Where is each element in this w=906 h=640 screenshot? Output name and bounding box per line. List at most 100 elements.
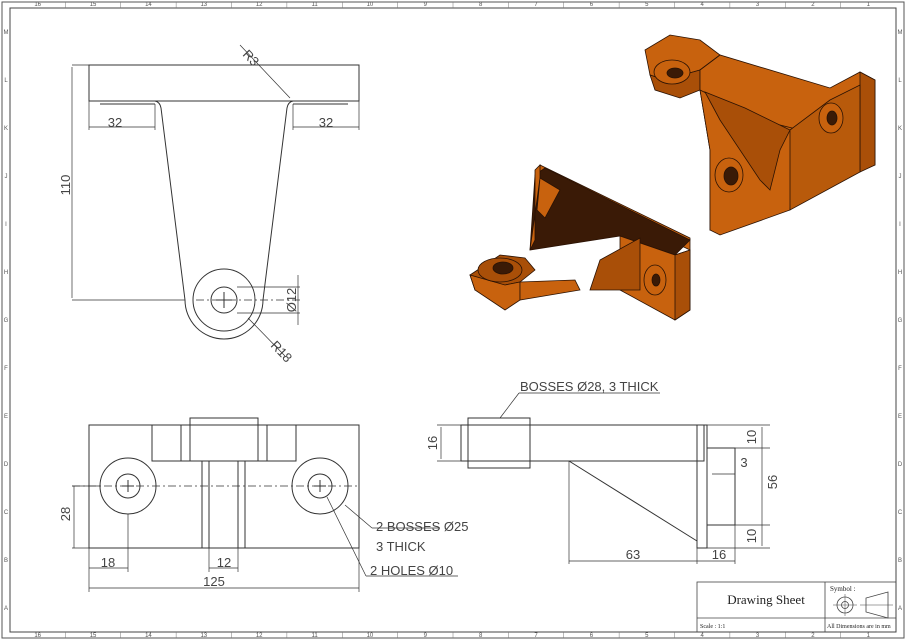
border-row-label: K — [898, 126, 902, 132]
dim-12-label: 12 — [217, 555, 231, 570]
top-view-lug-arc — [184, 299, 264, 340]
border-row-label: B — [898, 558, 902, 564]
border-column-label: 10 — [367, 633, 374, 639]
border-row-label: G — [4, 318, 9, 324]
border-column-label: 9 — [424, 633, 428, 639]
title-block-units-note: All Dimensions are in mm — [827, 624, 891, 630]
border-row-label: K — [4, 126, 8, 132]
front-view-web — [201, 460, 246, 549]
border-row-label: F — [898, 366, 902, 372]
border-column-label: 15 — [90, 633, 97, 639]
border-column-label: 13 — [200, 633, 207, 639]
border-row-label: I — [5, 222, 7, 228]
border-zone-labels: 1616151514141313121211111010998877665544… — [4, 2, 903, 639]
border-column-label: 14 — [145, 633, 152, 639]
top-view-flange-outline — [88, 64, 360, 102]
border-column-label: 2 — [811, 2, 815, 8]
border-column-label: 3 — [756, 633, 760, 639]
border-row-label: B — [4, 558, 8, 564]
dim-18-label: 18 — [101, 555, 115, 570]
note-bosses-thick: 3 THICK — [376, 539, 426, 554]
border-row-label: E — [4, 414, 8, 420]
border-column-label: 16 — [34, 2, 41, 8]
dim-10-bottom-label: 10 — [744, 529, 759, 543]
border-row-label: J — [899, 174, 902, 180]
border-row-label: F — [4, 366, 8, 372]
dim-32-left-label: 32 — [108, 115, 122, 130]
top-view-hole-circle — [210, 286, 238, 314]
isometric-model-back — [644, 34, 876, 236]
dim-63-label: 63 — [626, 547, 640, 562]
border-column-label: 13 — [200, 2, 207, 8]
border-column-label: 14 — [145, 2, 152, 8]
side-view — [437, 392, 770, 564]
border-column-label: 6 — [590, 2, 594, 8]
border-row-label: D — [898, 462, 903, 468]
title-block-scale: Scale : 1:1 — [700, 624, 725, 630]
dim-16-left-label: 16 — [425, 436, 440, 450]
dim-3-label: 3 — [740, 455, 747, 470]
border-row-label: H — [898, 270, 902, 276]
border-column-label: 11 — [311, 633, 318, 639]
top-view-web-right — [262, 100, 294, 301]
border-column-label: 7 — [534, 2, 538, 8]
dim-28-label: 28 — [58, 507, 73, 521]
note-bosses-front: 2 BOSSES Ø25 — [376, 519, 469, 534]
front-view — [72, 417, 458, 592]
dim-56-label: 56 — [765, 475, 780, 489]
side-view-lug — [467, 417, 531, 469]
border-column-label: 10 — [367, 2, 374, 8]
border-column-label: 5 — [645, 633, 649, 639]
border-row-label: J — [5, 174, 8, 180]
title-block-symbol-label: Symbol : — [830, 585, 856, 593]
dim-dia12-label: Ø12 — [284, 288, 299, 313]
border-column-label: 1 — [867, 633, 871, 639]
dim-125-label: 125 — [203, 574, 225, 589]
isometric-model-front — [469, 164, 691, 321]
dim-10-top-label: 10 — [744, 430, 759, 444]
side-view-arm — [460, 424, 705, 462]
top-view-web-left — [154, 100, 186, 301]
border-column-label: 8 — [479, 2, 483, 8]
border-column-label: 16 — [34, 633, 41, 639]
border-column-label: 5 — [645, 2, 649, 8]
dim-r18-leader — [247, 317, 286, 357]
border-column-label: 3 — [756, 2, 760, 8]
border-row-label: M — [898, 30, 903, 36]
border-column-label: 6 — [590, 633, 594, 639]
border-row-label: L — [898, 78, 902, 84]
border-column-label: 4 — [701, 2, 705, 8]
border-column-label: 12 — [256, 633, 263, 639]
dim-16-bottom-label: 16 — [712, 547, 726, 562]
border-column-label: 4 — [701, 633, 705, 639]
border-column-label: 8 — [479, 633, 483, 639]
border-column-label: 1 — [867, 2, 871, 8]
border-row-label: E — [898, 414, 902, 420]
border-row-label: I — [899, 222, 901, 228]
dim-110-label: 110 — [58, 175, 73, 196]
border-row-label: M — [4, 30, 9, 36]
border-column-label: 15 — [90, 2, 97, 8]
border-column-label: 7 — [534, 633, 538, 639]
note-holes: 2 HOLES Ø10 — [370, 563, 453, 578]
dim-r3-leader — [239, 44, 291, 99]
border-column-label: 9 — [424, 2, 428, 8]
border-row-label: G — [898, 318, 903, 324]
border-column-label: 12 — [256, 2, 263, 8]
title-block-title: Drawing Sheet — [727, 592, 805, 607]
note-bosses-side: BOSSES Ø28, 3 THICK — [520, 379, 659, 394]
top-view — [71, 44, 360, 357]
border-row-label: C — [4, 510, 9, 516]
dim-32-right-label: 32 — [319, 115, 333, 130]
border-row-label: C — [898, 510, 903, 516]
border-row-label: H — [4, 270, 8, 276]
border-column-label: 2 — [811, 633, 815, 639]
side-view-boss — [706, 447, 736, 526]
title-block — [696, 581, 897, 633]
border-row-label: D — [4, 462, 9, 468]
border-row-label: L — [4, 78, 8, 84]
border-row-label: A — [898, 606, 902, 612]
side-view-rib — [568, 460, 698, 542]
border-column-label: 11 — [311, 2, 318, 8]
